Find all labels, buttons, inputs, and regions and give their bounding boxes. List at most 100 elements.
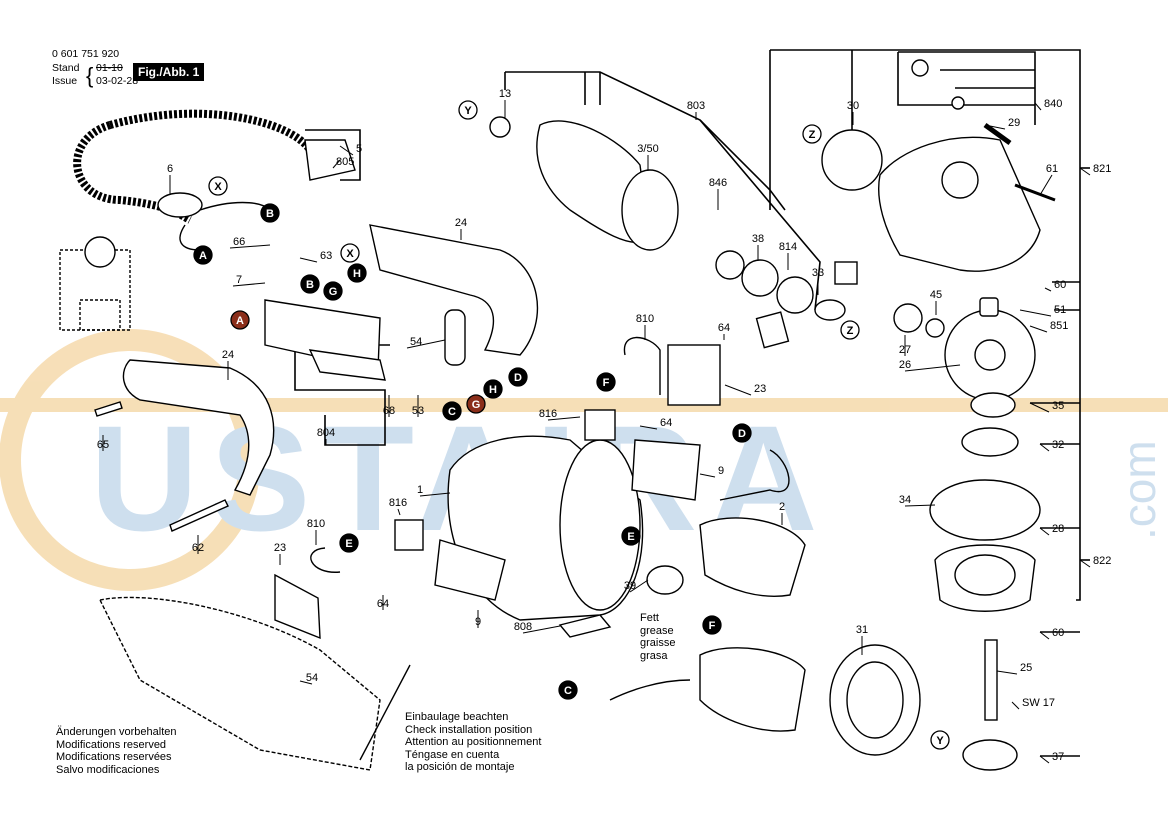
- part-number-label: 26: [899, 359, 911, 371]
- leader-line: [1039, 527, 1050, 536]
- part-number-label: 816: [389, 497, 407, 509]
- callout-circle: [347, 263, 367, 283]
- callout-circle: [840, 320, 860, 340]
- callout-letter: G: [472, 399, 481, 411]
- part-number-label: 6: [167, 163, 173, 175]
- callout-marker: B: [300, 274, 320, 294]
- grease-line: grease: [640, 624, 674, 637]
- callout-marker: E: [339, 533, 359, 553]
- part-number-label: 29: [1008, 117, 1020, 129]
- part-number-label: 63: [320, 250, 332, 262]
- modifications-note: Änderungen vorbehalten Modifications res…: [56, 726, 176, 776]
- callout-marker: A: [230, 310, 250, 330]
- leader-line: [339, 145, 354, 156]
- part-number-label: 23: [274, 542, 286, 554]
- part-number-label: 39: [624, 580, 636, 592]
- part-number-label: 1: [417, 484, 423, 496]
- callout-marker: H: [347, 263, 367, 283]
- part-number-label: 32: [1052, 439, 1064, 451]
- part-number-label: 30: [847, 100, 859, 112]
- part-number-label: 816: [539, 408, 557, 420]
- callout-letter: B: [266, 208, 274, 220]
- installation-line: la posición de montaje: [405, 761, 515, 773]
- callout-circle: [208, 176, 228, 196]
- callout-letter: C: [564, 685, 572, 697]
- bracket-lines: [290, 49, 1090, 757]
- installation-line: Attention au positionnement: [405, 736, 542, 748]
- callout-circle: [466, 394, 486, 414]
- callout-circle: [323, 281, 343, 301]
- part-number-label: 38: [752, 233, 764, 245]
- part-number-label: 7: [236, 274, 242, 286]
- leader-line: [639, 425, 658, 430]
- leader-line: [1039, 755, 1050, 764]
- part-number-label: 851: [1050, 320, 1068, 332]
- callout-circle: [260, 203, 280, 223]
- callout-letter: X: [346, 248, 354, 260]
- callout-letter: Z: [809, 129, 816, 141]
- callout-letter: B: [306, 279, 314, 291]
- installation-line: Einbaulage beachten: [405, 711, 509, 723]
- part-number-label: 840: [1044, 98, 1062, 110]
- leader-line: [1044, 287, 1052, 292]
- part-number-label: 803: [687, 100, 705, 112]
- leader-line: [1029, 325, 1048, 333]
- installation-line: Check installation position: [405, 723, 533, 736]
- callout-circle: [621, 526, 641, 546]
- installation-line: Téngase en cuenta: [405, 748, 500, 761]
- grease-line: Fett: [640, 612, 659, 624]
- figure-label: Fig./Abb. 1: [133, 63, 205, 81]
- callout-marker: Z: [802, 124, 822, 144]
- leader-line: [1039, 174, 1053, 196]
- callout-marker: C: [558, 680, 578, 700]
- leader-line: [1079, 559, 1091, 568]
- callout-circle: [458, 100, 478, 120]
- part-number-label: 60: [1052, 627, 1064, 639]
- part-number-label: 61: [1046, 163, 1058, 175]
- callout-letter: H: [353, 268, 361, 280]
- part-number-label: SW 17: [1022, 697, 1055, 709]
- callout-letter: G: [329, 286, 338, 298]
- callout-marker: G: [323, 281, 343, 301]
- part-number-label: 821: [1093, 163, 1111, 175]
- callout-circle: [339, 533, 359, 553]
- callout-letter: Y: [464, 105, 472, 117]
- part-number-label: 810: [636, 313, 654, 325]
- leader-line: [547, 416, 581, 421]
- part-number-label: 33: [812, 267, 824, 279]
- callout-marker: F: [702, 615, 722, 635]
- callout-circle: [596, 372, 616, 392]
- part-number-label: 846: [709, 177, 727, 189]
- part-number-label: 805: [336, 156, 354, 168]
- callout-marker: X: [208, 176, 228, 196]
- leader-line: [1011, 701, 1020, 710]
- leader-line: [299, 680, 313, 685]
- part-number-label: 37: [1052, 751, 1064, 763]
- part-drawings: [59, 59, 1056, 771]
- callout-marker: H: [483, 379, 503, 399]
- part-number-label: 27: [899, 344, 911, 356]
- callout-letter: E: [627, 531, 634, 543]
- issue-label: Issue: [52, 75, 78, 87]
- leader-line: [232, 282, 266, 287]
- part-number-label: 822: [1093, 555, 1111, 567]
- part-number-label: 65: [97, 439, 109, 451]
- modifications-line: Modifications reservées: [56, 751, 172, 763]
- callout-letter: F: [603, 377, 610, 389]
- part-number: 0 601 751 920: [52, 48, 120, 60]
- callout-letter: A: [199, 250, 207, 262]
- part-number-label: 810: [307, 518, 325, 530]
- part-number-label: 35: [1052, 400, 1064, 412]
- part-number-label: 814: [779, 241, 797, 253]
- callout-circle: [802, 124, 822, 144]
- callout-letter: D: [738, 428, 746, 440]
- callout-circle: [483, 379, 503, 399]
- callout-marker: X: [340, 243, 360, 263]
- modifications-line: Salvo modificaciones: [56, 763, 160, 776]
- grease-line: grasa: [640, 649, 668, 662]
- callout-circle: [732, 423, 752, 443]
- callout-marker: D: [732, 423, 752, 443]
- part-number-label: 31: [856, 624, 868, 636]
